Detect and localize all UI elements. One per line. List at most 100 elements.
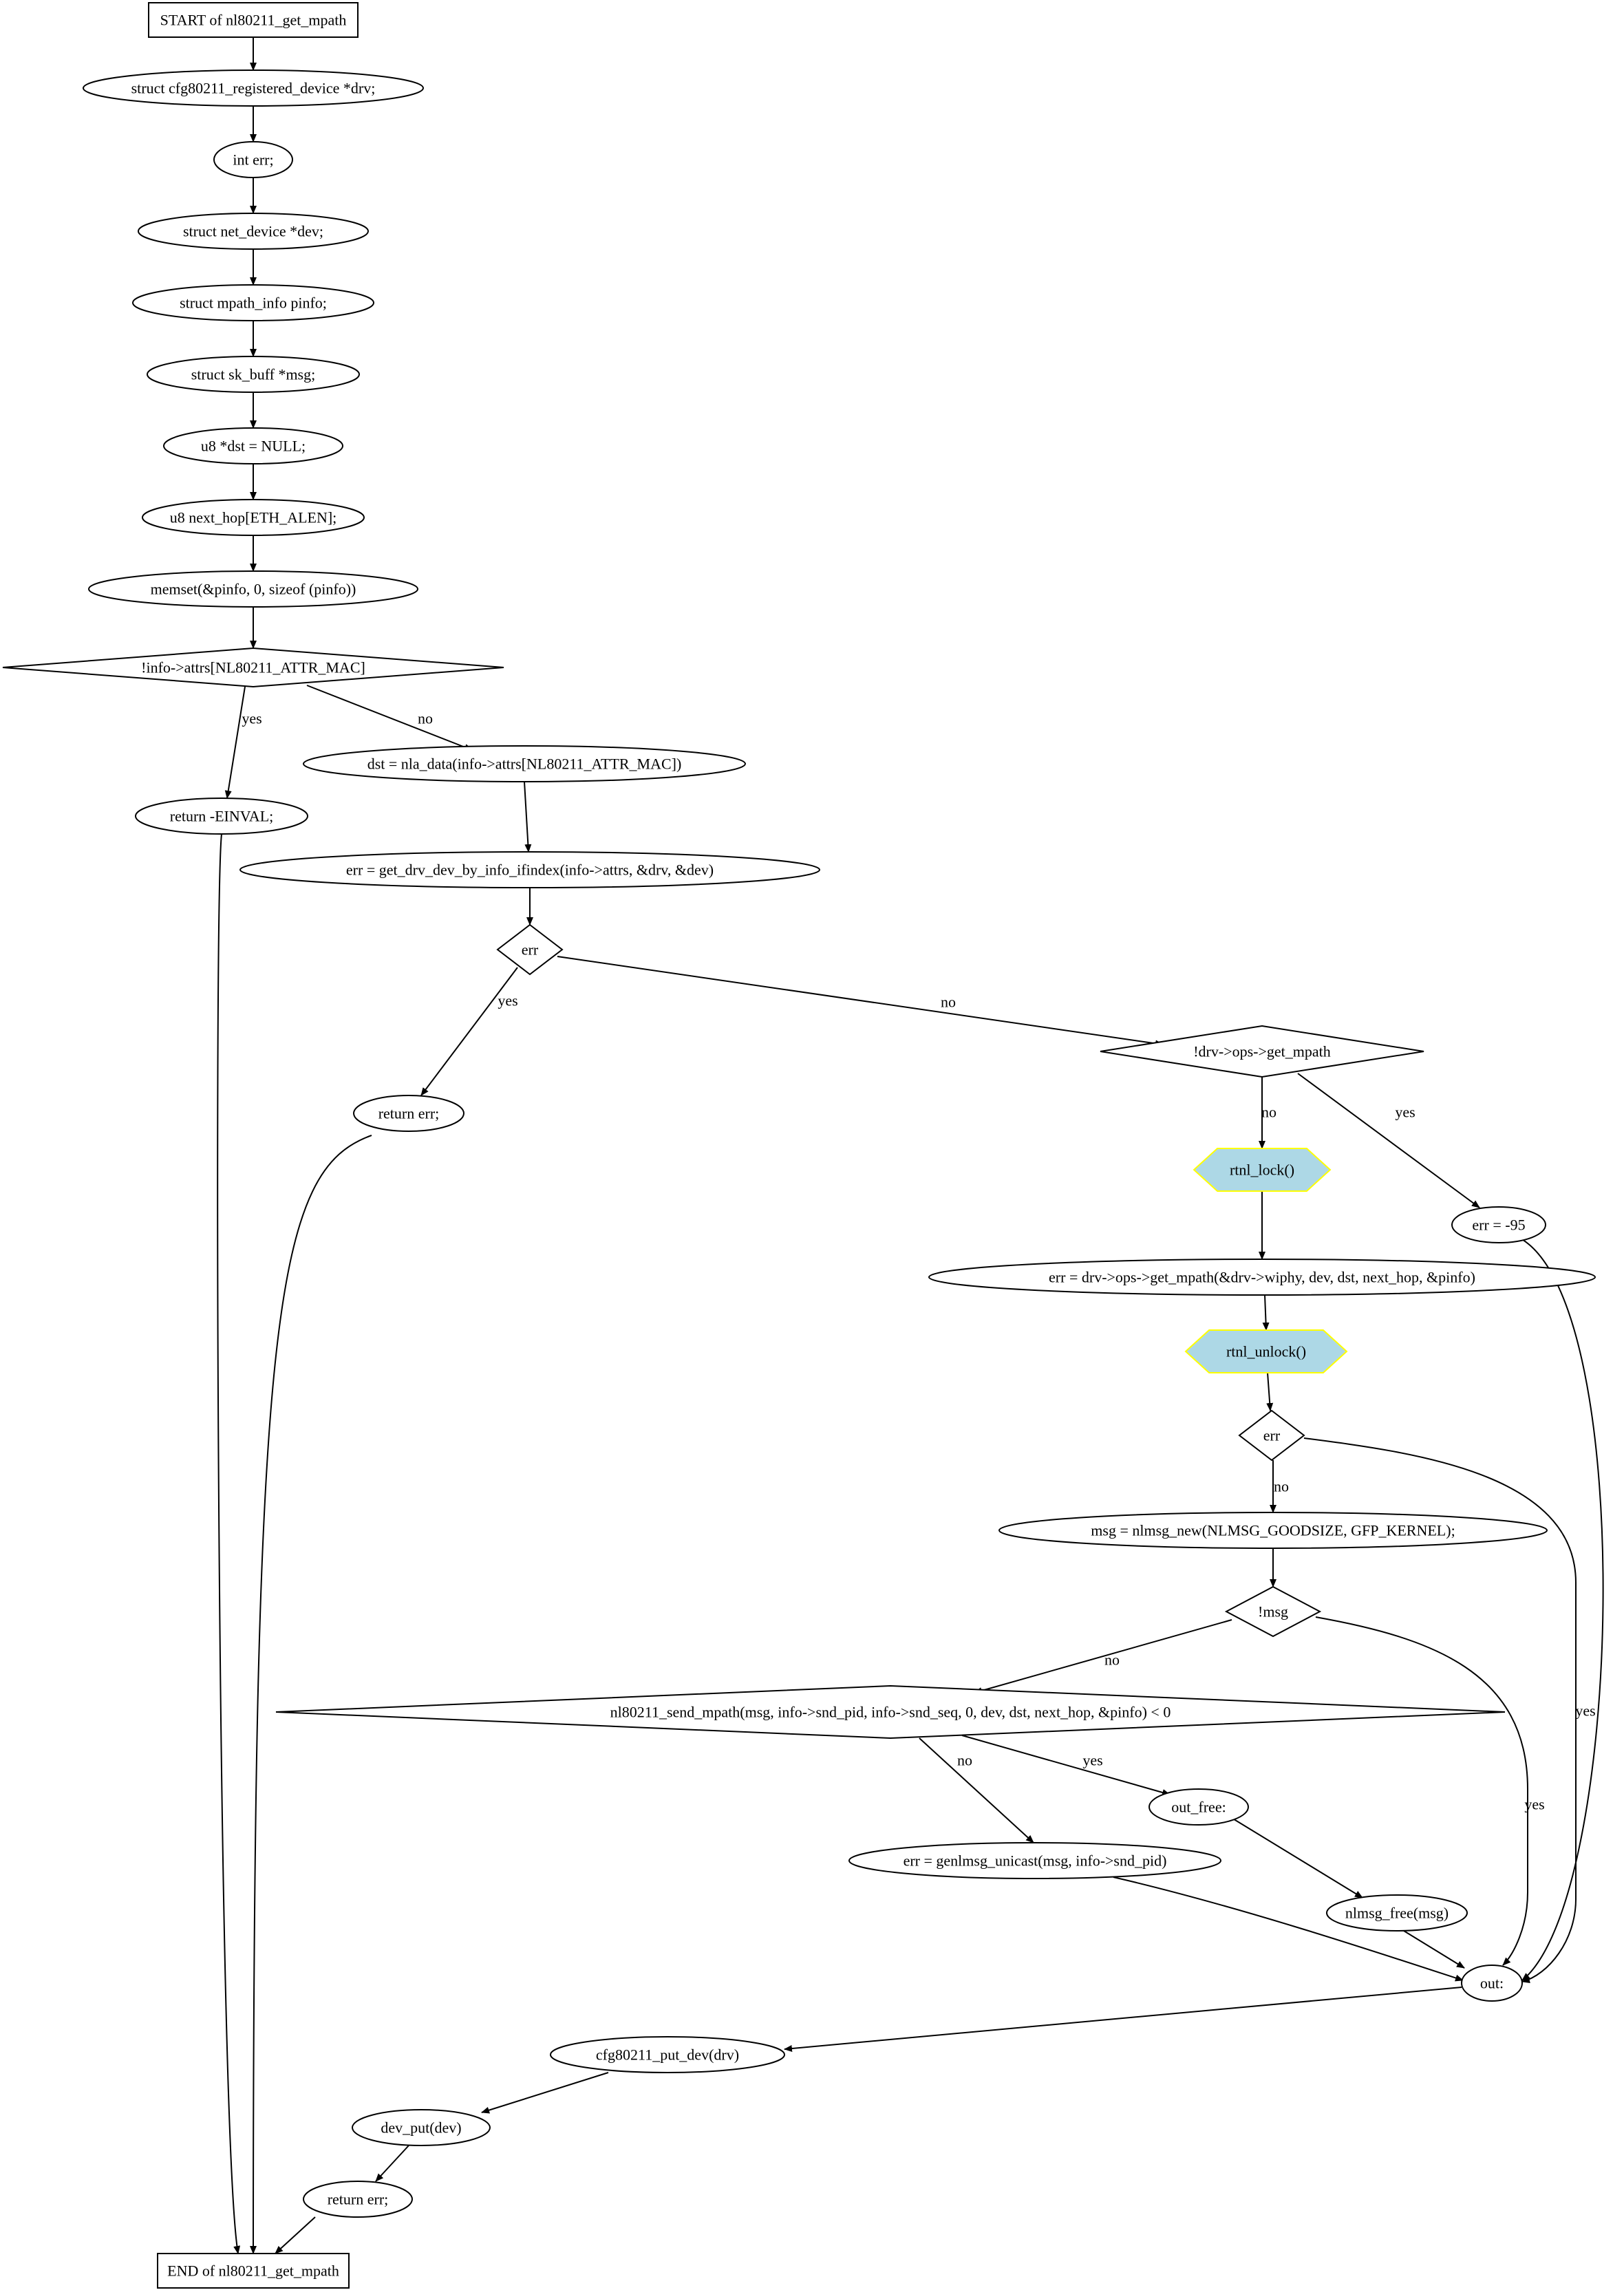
node-label-unlock: rtnl_unlock() bbox=[1226, 1343, 1306, 1360]
node-n14-ellipse: nlmsg_free(msg) bbox=[1326, 1894, 1468, 1931]
node-label-n12: msg = nlmsg_new(NLMSG_GOODSIZE, GFP_KERN… bbox=[1091, 1522, 1455, 1539]
node-end-box: END of nl80211_get_mpath bbox=[157, 2253, 350, 2289]
node-shape-d5 bbox=[1224, 1585, 1322, 1638]
edge-d2-to-d3 bbox=[557, 956, 1164, 1047]
edge-n13-to-out bbox=[1113, 1876, 1464, 1982]
edge-n14-to-out bbox=[1403, 1930, 1465, 1969]
edge-n11-to-unlock bbox=[1262, 1294, 1270, 1331]
edge-d1-to-r1 bbox=[224, 686, 246, 799]
node-label-r1: return -EINVAL; bbox=[170, 808, 274, 825]
node-shape-d4 bbox=[1238, 1409, 1305, 1462]
node-label-d5: !msg bbox=[1258, 1603, 1288, 1620]
node-n16-ellipse: dev_put(dev) bbox=[352, 2109, 491, 2146]
node-shape-r1 bbox=[135, 798, 308, 835]
node-r1-ellipse: return -EINVAL; bbox=[135, 798, 308, 835]
node-label-d3: !drv->ops->get_mpath bbox=[1193, 1043, 1331, 1060]
node-shape-unlock bbox=[1184, 1329, 1348, 1373]
node-shape-n6 bbox=[163, 427, 343, 464]
node-shape-n16 bbox=[352, 2109, 491, 2146]
edge-label-no: no bbox=[1274, 1478, 1289, 1495]
node-shape-n9 bbox=[303, 745, 746, 782]
node-shape-d6 bbox=[275, 1684, 1506, 1740]
node-shape-n4 bbox=[132, 284, 374, 321]
node-shape-n5 bbox=[147, 356, 360, 393]
edges-layer bbox=[217, 37, 1604, 2254]
node-label-r3: return err; bbox=[328, 2191, 389, 2208]
edge-label-no: no bbox=[1104, 1651, 1120, 1669]
edge-label-yes: yes bbox=[1395, 1104, 1415, 1121]
edge-d2-to-r2 bbox=[420, 967, 518, 1096]
node-label-out: out: bbox=[1480, 1975, 1504, 1992]
node-d5-diamond: !msg bbox=[1224, 1585, 1322, 1638]
edge-d3-to-e95 bbox=[1297, 1073, 1480, 1208]
node-label-n3: struct net_device *dev; bbox=[183, 223, 323, 240]
node-label-n14: nlmsg_free(msg) bbox=[1345, 1905, 1449, 1922]
node-outfree-ellipse: out_free: bbox=[1148, 1788, 1249, 1826]
node-shape-n8 bbox=[88, 570, 418, 608]
node-label-n1: struct cfg80211_registered_device *drv; bbox=[131, 80, 376, 97]
node-shape-n7 bbox=[142, 499, 365, 536]
node-n13-ellipse: err = genlmsg_unicast(msg, info->snd_pid… bbox=[848, 1842, 1221, 1879]
node-n9-ellipse: dst = nla_data(info->attrs[NL80211_ATTR_… bbox=[303, 745, 746, 782]
node-label-n16: dev_put(dev) bbox=[381, 2119, 461, 2137]
edge-label-yes: yes bbox=[1082, 1752, 1102, 1769]
node-shape-r2 bbox=[353, 1095, 464, 1132]
node-label-n7: u8 next_hop[ETH_ALEN]; bbox=[170, 509, 337, 526]
node-shape-n1 bbox=[83, 69, 424, 107]
edge-label-yes: yes bbox=[1575, 1702, 1595, 1720]
node-shape-d2 bbox=[496, 923, 564, 976]
node-shape-n14 bbox=[1326, 1894, 1468, 1931]
node-n1-ellipse: struct cfg80211_registered_device *drv; bbox=[83, 69, 424, 107]
node-shape-n12 bbox=[998, 1512, 1548, 1549]
node-out-ellipse: out: bbox=[1461, 1965, 1523, 2002]
edge-r2-to-end bbox=[250, 1135, 372, 2254]
node-label-d4: err bbox=[1263, 1427, 1281, 1444]
node-unlock-hexagon: rtnl_unlock() bbox=[1184, 1329, 1348, 1373]
edge-e95-to-out bbox=[1520, 1238, 1604, 1981]
edge-n15-to-n16 bbox=[481, 2072, 609, 2114]
node-n6-ellipse: u8 *dst = NULL; bbox=[163, 427, 343, 464]
node-label-d1: !info->attrs[NL80211_ATTR_MAC] bbox=[141, 659, 365, 676]
edge-outfree-to-n14 bbox=[1231, 1817, 1363, 1898]
node-label-start: START of nl80211_get_mpath bbox=[160, 12, 347, 29]
node-shape-d3 bbox=[1100, 1025, 1424, 1078]
node-label-n15: cfg80211_put_dev(drv) bbox=[596, 2046, 739, 2064]
edge-label-no: no bbox=[941, 994, 956, 1011]
node-n2-ellipse: int err; bbox=[213, 141, 293, 178]
node-shape-n2 bbox=[213, 141, 293, 178]
node-label-n9: dst = nla_data(info->attrs[NL80211_ATTR_… bbox=[367, 756, 682, 773]
node-label-n2: int err; bbox=[233, 151, 273, 169]
edge-label-no: no bbox=[1261, 1104, 1276, 1121]
node-n7-ellipse: u8 next_hop[ETH_ALEN]; bbox=[142, 499, 365, 536]
edge-label-yes: yes bbox=[498, 992, 517, 1009]
node-d6-diamond: nl80211_send_mpath(msg, info->snd_pid, i… bbox=[275, 1684, 1506, 1740]
node-label-n13: err = genlmsg_unicast(msg, info->snd_pid… bbox=[904, 1852, 1167, 1870]
node-shape-n11 bbox=[928, 1259, 1596, 1296]
node-n3-ellipse: struct net_device *dev; bbox=[138, 213, 369, 250]
edge-label-yes: yes bbox=[242, 710, 261, 727]
node-r3-ellipse: return err; bbox=[303, 2181, 413, 2218]
node-label-n11: err = drv->ops->get_mpath(&drv->wiphy, d… bbox=[1049, 1269, 1475, 1286]
node-label-d2: err bbox=[522, 941, 539, 959]
node-d3-diamond: !drv->ops->get_mpath bbox=[1100, 1025, 1424, 1078]
edge-d5-to-d6 bbox=[974, 1619, 1232, 1694]
edge-out-to-n15 bbox=[784, 1987, 1462, 2052]
node-shape-e95 bbox=[1451, 1206, 1546, 1243]
node-label-lock: rtnl_lock() bbox=[1230, 1162, 1294, 1179]
node-shape-end bbox=[157, 2253, 350, 2289]
edge-d5-to-out bbox=[1315, 1616, 1528, 1966]
node-label-n8: memset(&pinfo, 0, sizeof (pinfo)) bbox=[151, 581, 356, 598]
edge-d1-to-n9 bbox=[306, 685, 473, 751]
node-shape-outfree bbox=[1148, 1788, 1249, 1826]
node-shape-n13 bbox=[848, 1842, 1221, 1879]
node-n12-ellipse: msg = nlmsg_new(NLMSG_GOODSIZE, GFP_KERN… bbox=[998, 1512, 1548, 1549]
node-shape-n3 bbox=[138, 213, 369, 250]
edge-r1-to-end bbox=[217, 833, 241, 2254]
edge-label-no: no bbox=[957, 1752, 972, 1769]
edge-r3-to-end bbox=[275, 2216, 316, 2254]
node-n15-ellipse: cfg80211_put_dev(drv) bbox=[550, 2036, 785, 2073]
node-shape-n10 bbox=[239, 851, 820, 888]
node-label-n4: struct mpath_info pinfo; bbox=[180, 295, 327, 312]
